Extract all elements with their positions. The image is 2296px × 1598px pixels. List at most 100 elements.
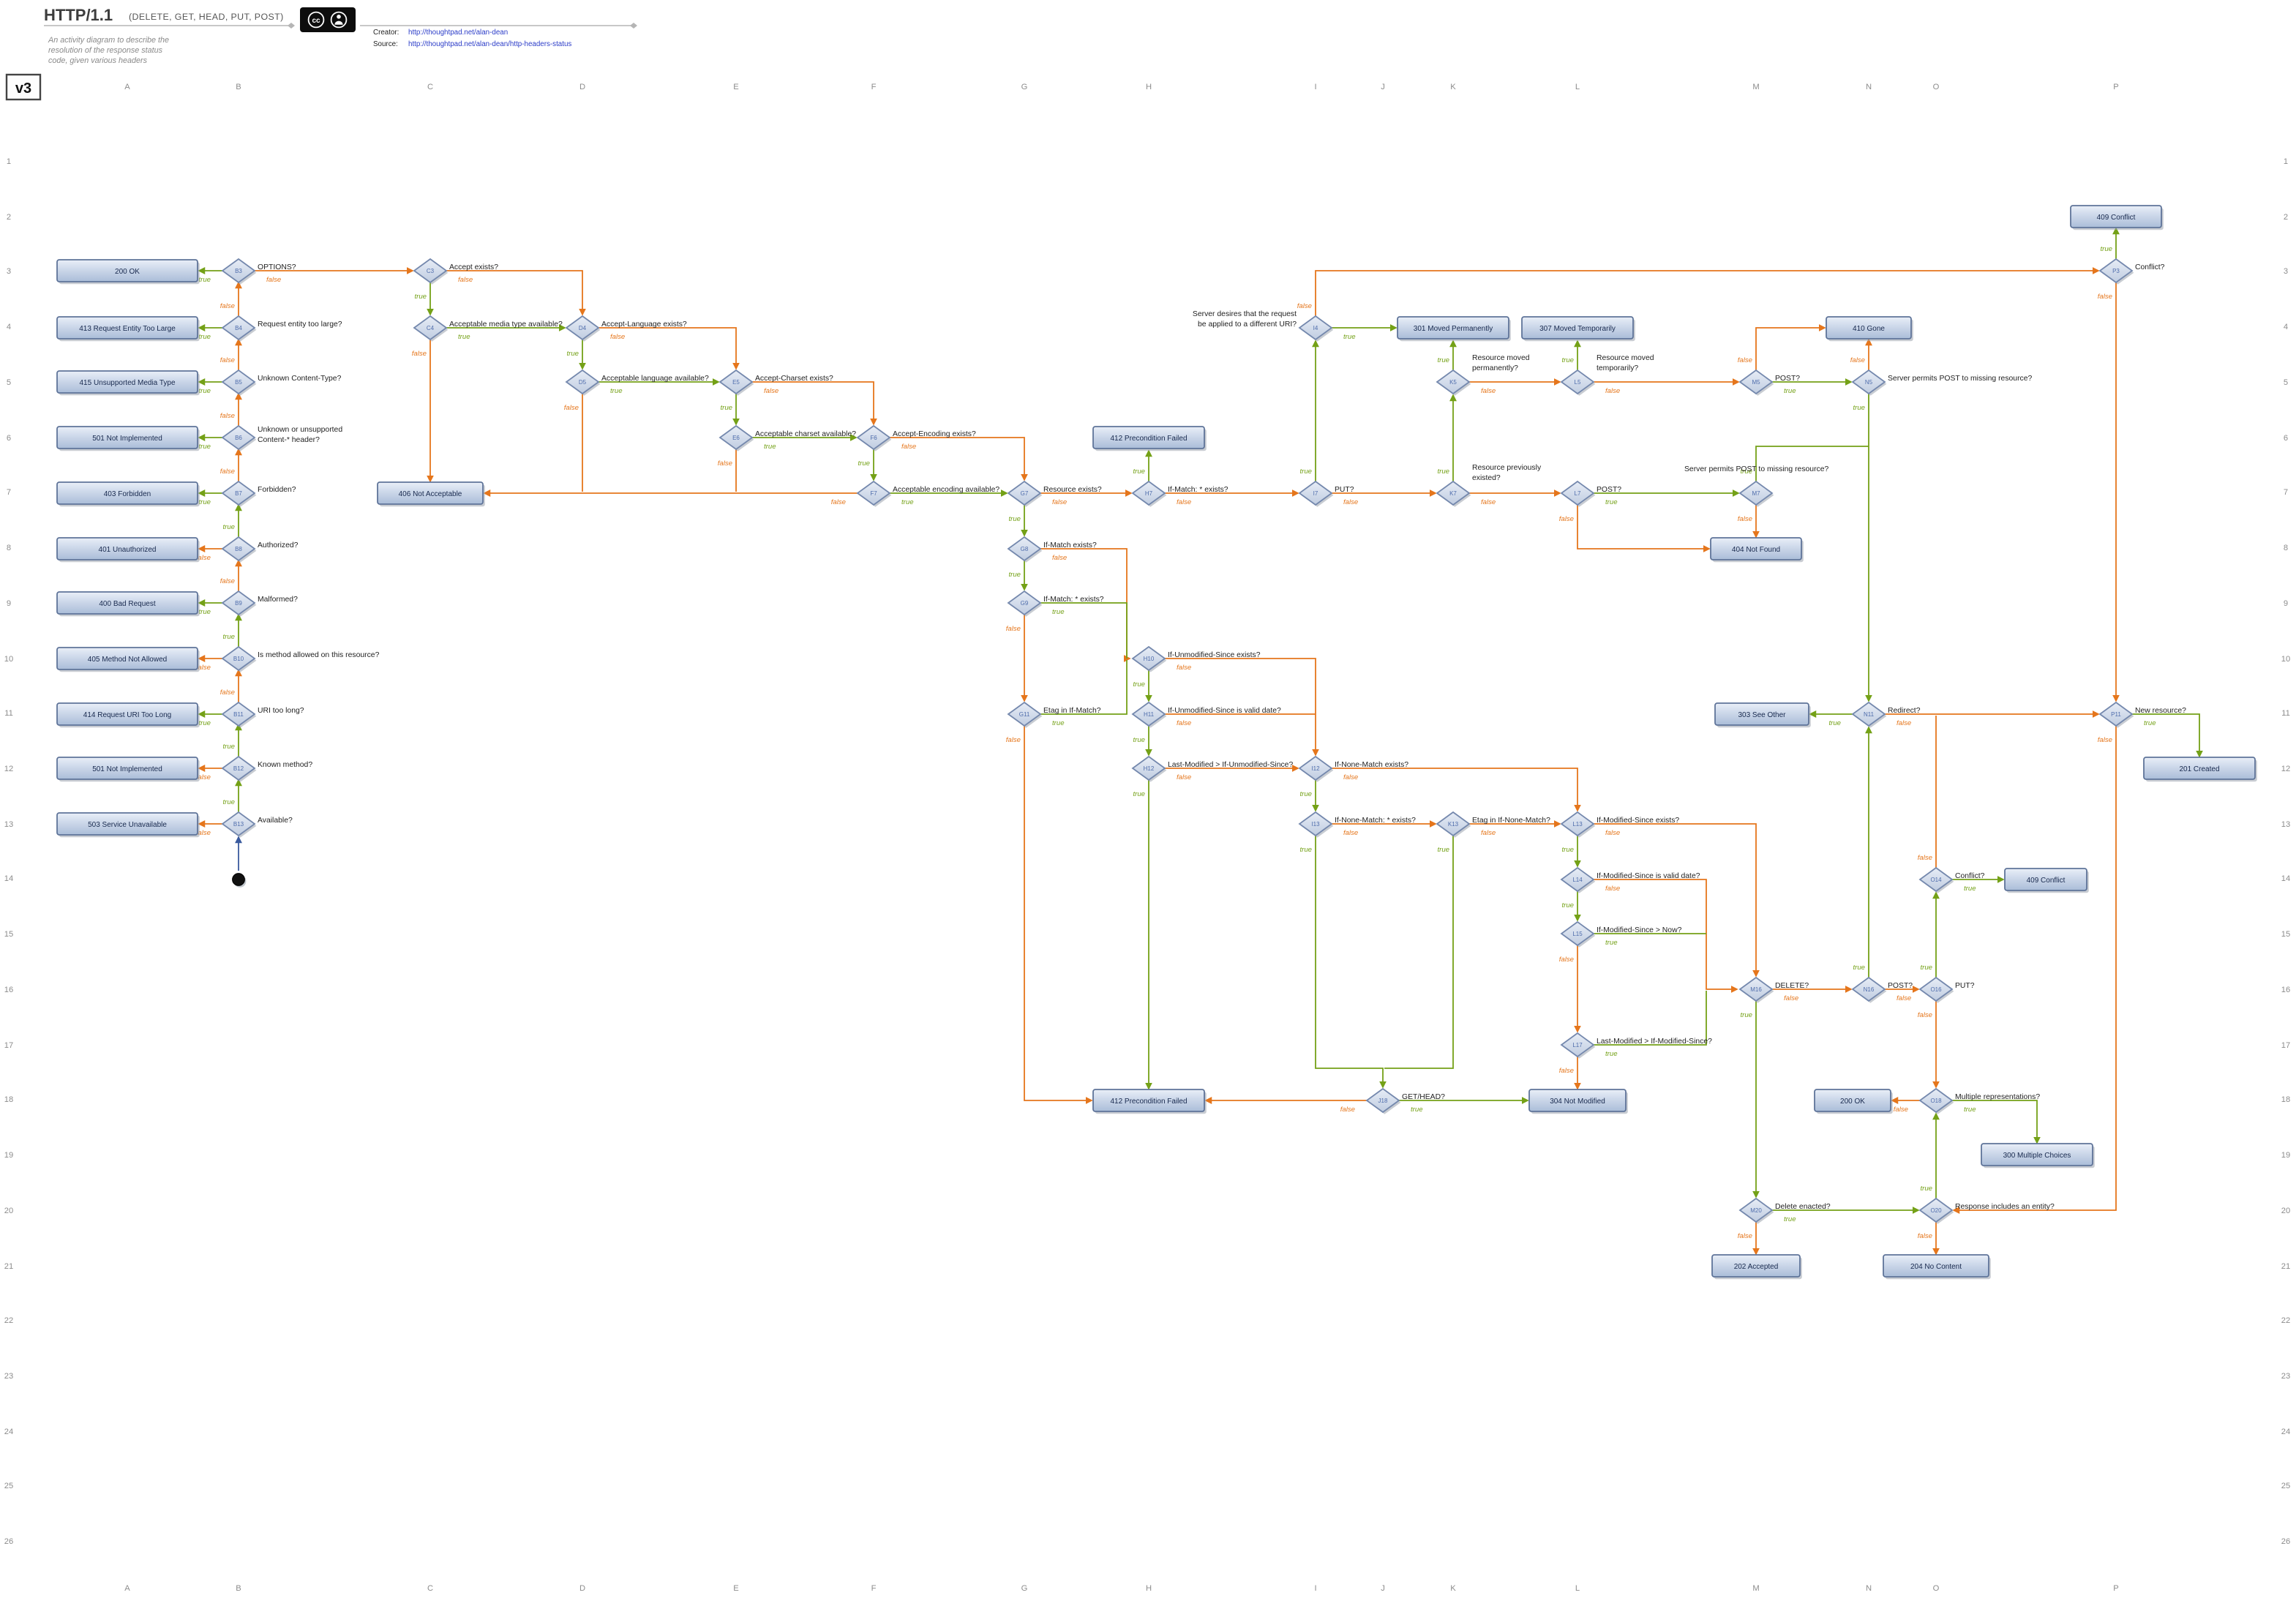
page-subtitle: code, given various headers — [48, 56, 148, 65]
decision-h7 — [1131, 480, 1166, 506]
grid-row-label: 3 — [2284, 267, 2288, 276]
edge-label: false — [1784, 994, 1798, 1002]
decision-id: J18 — [1378, 1098, 1388, 1104]
edge-label: false — [1918, 1232, 1932, 1240]
decision-id: L15 — [1572, 931, 1583, 937]
grid-row-label: 2 — [7, 213, 11, 222]
edge-label: false — [412, 350, 427, 358]
grid-column-label: I — [1314, 1584, 1316, 1593]
edge-label: true — [1964, 1106, 1976, 1114]
cc-by-person-icon — [330, 11, 348, 29]
status-501-not-implemented — [56, 426, 198, 449]
decision-m16 — [1738, 976, 1774, 1002]
grid-row-label: 6 — [7, 434, 11, 443]
decision-b5 — [221, 369, 256, 395]
flow-edge-true — [2132, 713, 2203, 758]
grid-column-label: C — [427, 1584, 433, 1593]
status-415-unsupported-media-type — [56, 370, 198, 394]
decision-question: If-Modified-Since is valid date? — [1597, 872, 1700, 880]
edge-label: false — [1006, 625, 1021, 633]
edge-label: true — [1437, 356, 1449, 364]
decision-id: B10 — [233, 656, 244, 662]
status-301-moved-permanently — [1397, 316, 1509, 340]
status-label: 303 See Other — [1738, 711, 1786, 719]
grid-row-label: 8 — [2284, 544, 2288, 552]
flow-edge-false — [1040, 548, 1131, 662]
decision-question: existed? — [1472, 474, 1501, 482]
decision-g9 — [1007, 590, 1042, 616]
decision-n5 — [1851, 369, 1886, 395]
edge-label: false — [1177, 664, 1191, 672]
status-303-see-other — [1714, 702, 1809, 726]
status-404-not-found — [1710, 537, 1802, 560]
grid-column-label: N — [1866, 1584, 1872, 1593]
edge-label: false — [1343, 498, 1358, 506]
decision-b12 — [221, 755, 256, 781]
decision-o18 — [1918, 1087, 1954, 1114]
edge-label: true — [858, 459, 870, 468]
grid-row-label: 20 — [2281, 1207, 2290, 1215]
decision-p3 — [2098, 258, 2134, 284]
decision-i13 — [1298, 811, 1333, 837]
decision-i7 — [1298, 480, 1333, 506]
decision-question: If-None-Match: * exists? — [1335, 817, 1416, 825]
grid-row-label: 18 — [2281, 1095, 2290, 1104]
flow-edge-true — [1755, 446, 1869, 481]
edge-label: false — [1481, 829, 1496, 837]
decision-question: Available? — [258, 817, 293, 825]
decision-question: Resource moved — [1597, 354, 1654, 362]
edge-label: true — [222, 743, 235, 751]
grid-row-label: 10 — [2281, 655, 2290, 664]
edge-label: true — [1299, 790, 1312, 798]
status-label: 406 Not Acceptable — [399, 490, 462, 498]
decision-id: I12 — [1311, 765, 1320, 772]
decision-id: P3 — [2112, 268, 2120, 274]
edge-label: true — [1740, 1011, 1752, 1019]
decision-id: H10 — [1144, 656, 1155, 662]
decision-question: Is method allowed on this resource? — [258, 651, 380, 659]
flow-edge-true — [1952, 1100, 2041, 1144]
edge-label: true — [1561, 356, 1574, 364]
source-link[interactable]: http://thoughtpad.net/alan-dean/http-hea… — [408, 40, 571, 48]
grid-column-label: M — [1752, 1584, 1759, 1593]
cc-logo-icon — [307, 11, 325, 29]
status-409-conflict — [2004, 868, 2087, 891]
flow-edge-false — [599, 327, 740, 370]
flow-edge-false — [1165, 658, 1319, 757]
status-304-not-modified — [1528, 1089, 1627, 1112]
decision-question: Accept exists? — [449, 263, 498, 271]
decision-id: B13 — [233, 821, 244, 828]
decision-question: OPTIONS? — [258, 263, 296, 271]
status-label: 414 Request URI Too Long — [83, 711, 171, 719]
decision-question: Accept-Encoding exists? — [893, 430, 976, 438]
edge-label: false — [1481, 498, 1496, 506]
grid-row-label: 23 — [4, 1372, 13, 1381]
decision-question: If-Match exists? — [1043, 541, 1097, 549]
decision-id: L13 — [1572, 821, 1583, 828]
status-label: 412 Precondition Failed — [1110, 435, 1187, 443]
creator-link[interactable]: http://thoughtpad.net/alan-dean — [408, 29, 508, 37]
decision-m7 — [1738, 480, 1774, 506]
edge-label: true — [2100, 245, 2112, 253]
grid-column-label: H — [1146, 83, 1152, 91]
flow-edge-false — [752, 381, 877, 426]
decision-question: If-Modified-Since exists? — [1597, 817, 1679, 825]
decision-question: Delete enacted? — [1775, 1203, 1831, 1211]
edge-label: false — [196, 773, 211, 781]
grid-row-label: 20 — [4, 1207, 13, 1215]
edge-label: false — [1343, 773, 1358, 781]
edge-label: false — [1340, 1106, 1355, 1114]
grid-row-label: 23 — [2281, 1372, 2290, 1381]
edge-label: false — [1297, 302, 1312, 310]
grid-column-label: B — [236, 1584, 241, 1593]
decision-question: temporarily? — [1597, 364, 1638, 372]
edge-label: true — [1133, 680, 1145, 689]
status-413-request-entity-too-large — [56, 316, 198, 340]
edge-label: true — [1853, 964, 1865, 972]
grid-column-label: C — [427, 83, 433, 91]
grid-column-label: H — [1146, 1584, 1152, 1593]
source-label: Source: — [373, 40, 398, 48]
grid-row-label: 14 — [4, 874, 13, 883]
edge-label: false — [196, 829, 211, 837]
status-307-moved-temporarily — [1521, 316, 1634, 340]
